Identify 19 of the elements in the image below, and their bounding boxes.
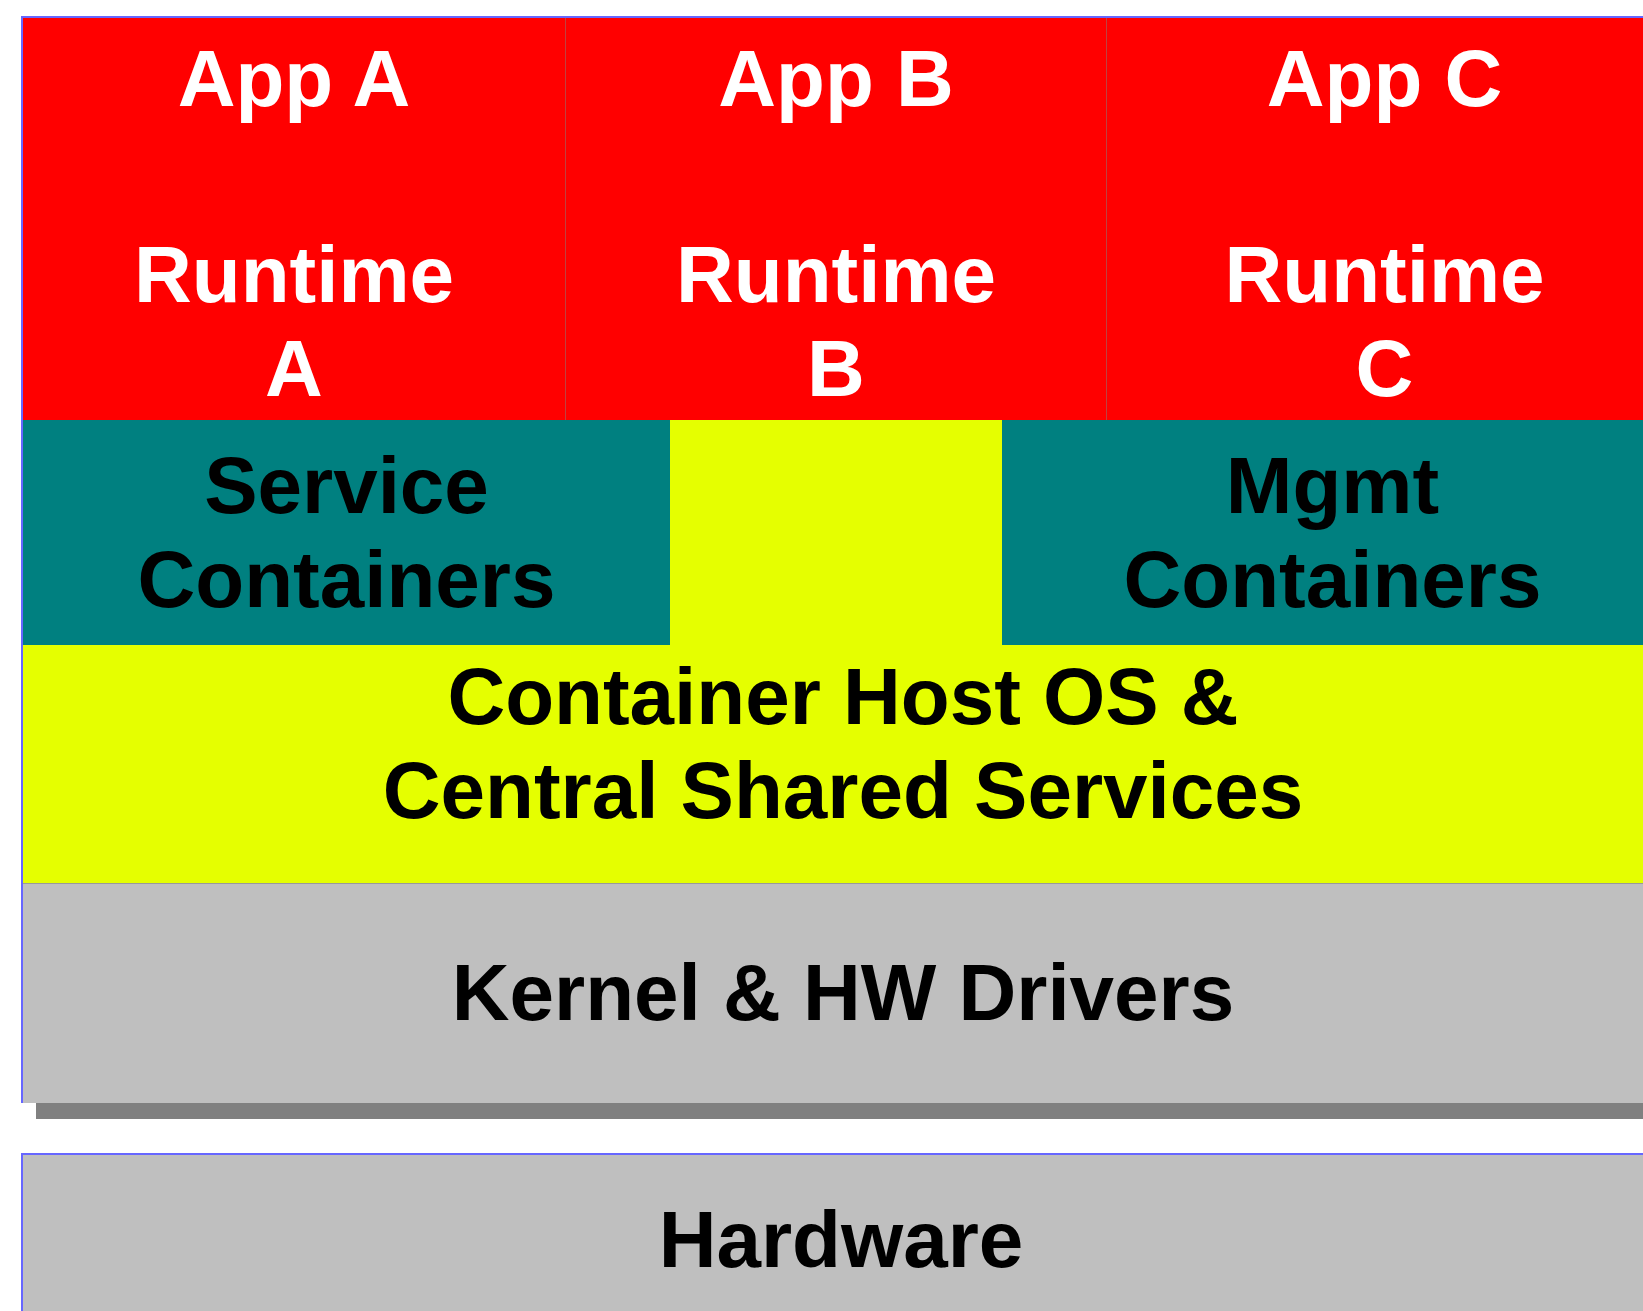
layer-label: Kernel & HW Drivers bbox=[450, 947, 1236, 1039]
layer-label: Container Host OS & Central Shared Services bbox=[381, 651, 1305, 837]
app-runtime-block bbox=[566, 18, 1107, 420]
container-block bbox=[1002, 420, 1643, 645]
app-runtime-block bbox=[23, 18, 566, 420]
app-label: App C bbox=[1265, 33, 1504, 125]
stack-frame bbox=[21, 16, 1643, 1103]
container-label: Mgmt Containers bbox=[1122, 439, 1543, 626]
app-label: App A bbox=[176, 33, 412, 125]
runtime-label: Runtime A bbox=[133, 229, 455, 415]
runtime-label: Runtime B bbox=[675, 229, 997, 415]
container-block bbox=[23, 420, 670, 645]
app-label: App B bbox=[717, 33, 955, 125]
hardware-layer bbox=[21, 1153, 1643, 1311]
layer-label: Hardware bbox=[657, 1194, 1025, 1286]
host-os-layer bbox=[23, 420, 1643, 884]
app-runtime-block bbox=[1107, 18, 1643, 420]
container-label: Service Containers bbox=[136, 439, 557, 626]
runtime-label: Runtime C bbox=[1223, 229, 1546, 415]
